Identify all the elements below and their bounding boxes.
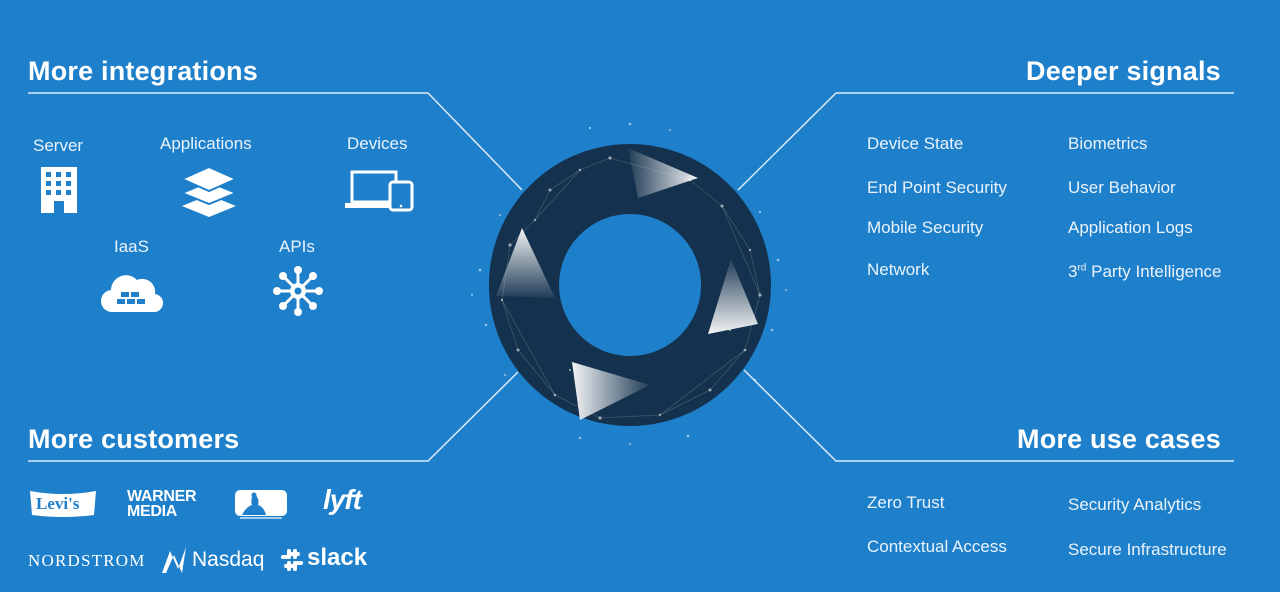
integration-iaas-label: IaaS: [114, 237, 149, 256]
mlb-logo: [235, 490, 287, 519]
use-cases-title: More use cases: [1017, 424, 1221, 454]
signal-third-party-intelligence: 3rd Party Intelligence: [1068, 262, 1222, 282]
warner-media-logo: WARNER MEDIA: [127, 488, 197, 520]
ring-arrow-left: [496, 228, 555, 298]
levis-logo: Levi's: [28, 489, 98, 519]
integration-apis-label: APIs: [279, 237, 315, 256]
nordstrom-logo: NORDSTROM: [28, 551, 146, 570]
signal-device-state: Device State: [867, 134, 964, 153]
third-party-text: Party Intelligence: [1091, 262, 1222, 281]
signal-network: Network: [867, 260, 930, 279]
integrations-title: More integrations: [28, 56, 258, 86]
use-case-zero-trust: Zero Trust: [867, 493, 945, 512]
lyft-logo: lyft: [323, 484, 362, 515]
slack-icon: [281, 549, 303, 571]
devices-icon: [345, 170, 414, 212]
signal-user-behavior: User Behavior: [1068, 178, 1176, 197]
customers-title: More customers: [28, 424, 240, 454]
integration-devices-label: Devices: [347, 134, 408, 153]
nasdaq-logo: Nasdaq: [192, 548, 265, 571]
nasdaq-icon: [162, 547, 186, 573]
ring-arrow-top: [628, 148, 698, 198]
use-case-secure-infrastructure: Secure Infrastructure: [1068, 540, 1227, 559]
ring-arrow-bottom: [572, 362, 650, 420]
signal-application-logs: Application Logs: [1068, 218, 1193, 237]
slack-logo: slack: [307, 544, 368, 571]
signal-biometrics: Biometrics: [1068, 134, 1148, 153]
cloud-icon: [101, 275, 163, 313]
ring-arrow-right: [708, 259, 758, 334]
third-suffix: rd: [1077, 262, 1087, 274]
integration-applications-label: Applications: [160, 134, 252, 153]
integration-server-label: Server: [33, 136, 84, 155]
building-icon: [41, 167, 77, 213]
third-prefix: 3: [1068, 262, 1078, 281]
network-hub-icon: [273, 266, 323, 316]
cycle-ring-graphic: [471, 122, 787, 445]
signal-mobile-security: Mobile Security: [867, 218, 984, 237]
layers-icon: [180, 165, 238, 217]
use-case-contextual-access: Contextual Access: [867, 537, 1007, 556]
use-case-security-analytics: Security Analytics: [1068, 495, 1202, 514]
signal-endpoint-security: End Point Security: [867, 178, 1007, 197]
signals-title: Deeper signals: [1026, 56, 1221, 86]
